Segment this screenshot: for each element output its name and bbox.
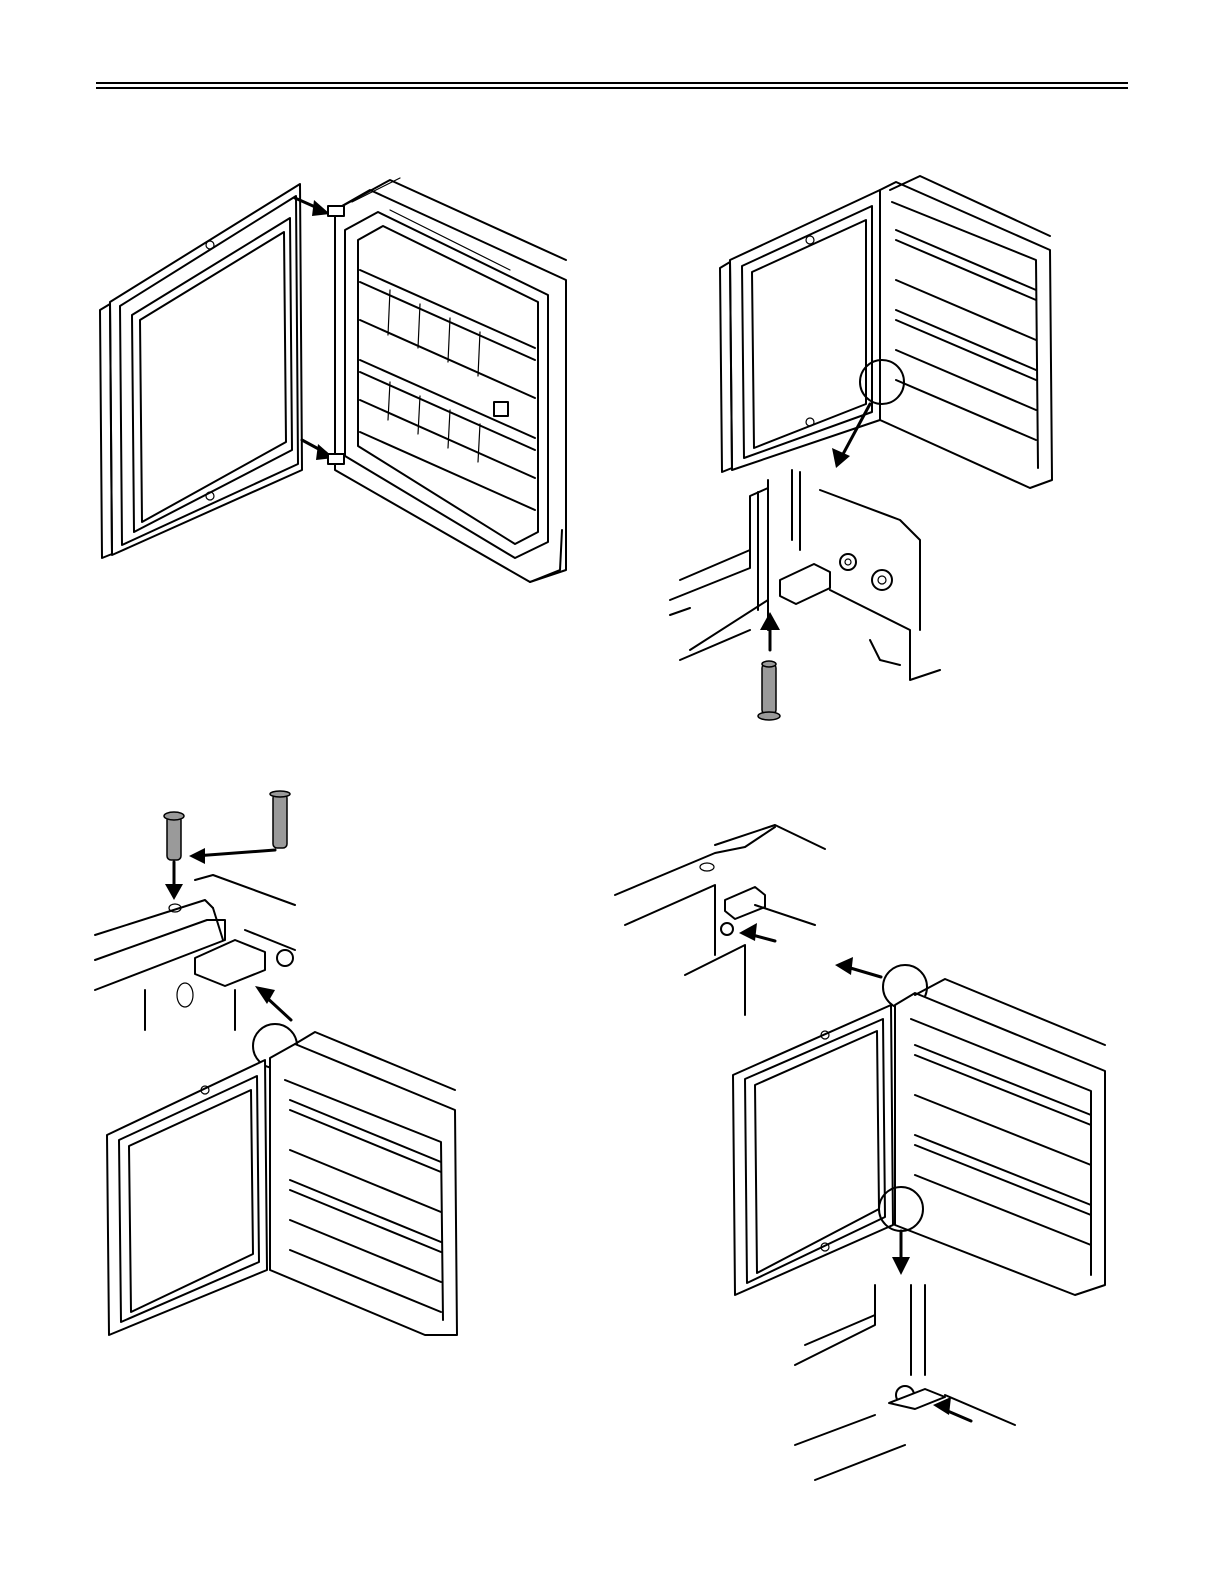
top-hinge-pin-illustration	[95, 790, 475, 1335]
door-handle	[100, 304, 112, 558]
figure-remove-door	[90, 170, 570, 590]
figure-top-hinge-pin	[95, 790, 475, 1335]
top-screw-detail	[615, 825, 825, 1015]
top-hinge-plate	[725, 887, 765, 919]
header-rule-top	[96, 82, 1128, 84]
hinge-bracket	[780, 564, 830, 604]
bottom-hinge-pin-illustration	[670, 160, 1080, 740]
top-screw-arrow	[739, 923, 757, 941]
remove-door-illustration	[90, 170, 570, 590]
header-rule-bottom	[96, 87, 1128, 89]
top-hinge-detail	[95, 875, 295, 1030]
hinge-screws-illustration	[615, 805, 1120, 1480]
pin-arrow	[760, 612, 780, 630]
hinge-pin-long	[273, 794, 287, 848]
callout-arrow	[832, 448, 850, 468]
hinge-pin-short	[167, 816, 181, 860]
figure-hinge-screws	[615, 805, 1120, 1480]
figure-bottom-hinge-pin	[670, 160, 1080, 740]
top-screw	[721, 923, 733, 935]
hinge-detail	[670, 470, 940, 680]
hinge-pin	[762, 664, 776, 714]
cabinet-body	[335, 190, 566, 582]
pin-down-arrow	[165, 884, 183, 900]
bottom-screw-detail	[795, 1285, 1015, 1480]
